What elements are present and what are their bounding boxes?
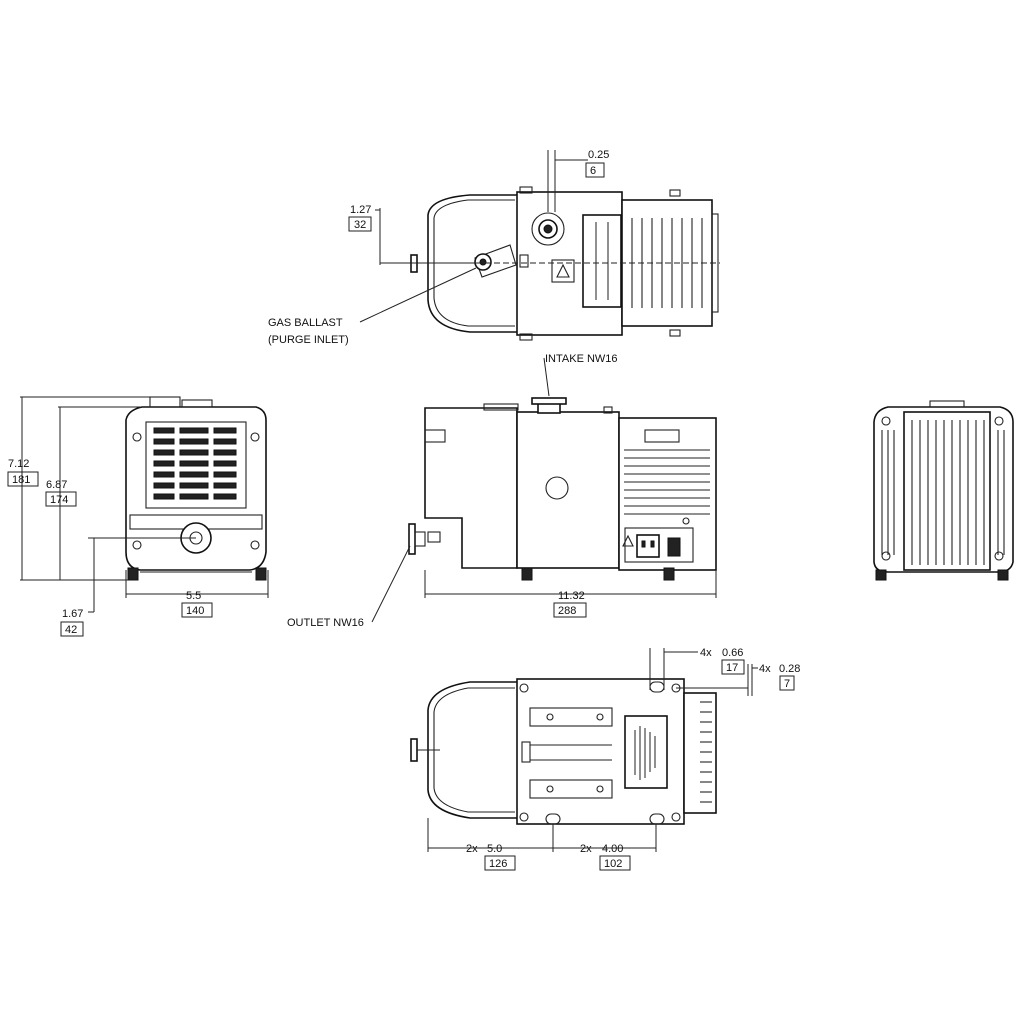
dim-spacing-short-inch: 4.00 bbox=[602, 843, 623, 855]
dim-body-height-mm: 174 bbox=[50, 494, 68, 506]
bottom-view: 4x 0.66 17 4x 0.28 7 2x 5.0 126 2x 4.00 … bbox=[410, 647, 800, 871]
dim-foot-slot-inch: 0.28 bbox=[779, 663, 800, 675]
dim-top-offset-mm: 6 bbox=[590, 165, 596, 177]
right-end-view bbox=[873, 400, 1014, 581]
dim-length-inch: 11.32 bbox=[558, 590, 585, 602]
right-end-fins bbox=[911, 420, 985, 565]
dim-spacing-long-inch: 5.0 bbox=[487, 843, 502, 855]
dim-ballast-offset-inch: 1.27 bbox=[350, 204, 371, 216]
dim-width-inch: 5.5 bbox=[186, 590, 201, 602]
bottom-label-text-lines bbox=[634, 726, 656, 780]
dim-ballast-offset-mm: 32 bbox=[354, 219, 366, 231]
dim-length-mm: 288 bbox=[558, 605, 576, 617]
callout-purge-inlet: (PURGE INLET) bbox=[268, 334, 349, 346]
power-inlet-icon bbox=[636, 534, 660, 558]
end-view-vent bbox=[145, 421, 247, 509]
callout-outlet: OUTLET NW16 bbox=[287, 617, 364, 629]
dim-spacing-short-mm: 102 bbox=[604, 858, 622, 870]
left-end-view: 7.12 181 6.87 174 1.67 42 5.5 140 bbox=[7, 396, 269, 637]
callout-intake: INTAKE NW16 bbox=[545, 353, 618, 365]
callout-gas-ballast: GAS BALLAST bbox=[268, 317, 343, 329]
dim-spacing-long-count: 2x bbox=[466, 843, 478, 855]
side-view: INTAKE NW16 OUTLET NW16 11.32 288 bbox=[287, 353, 717, 629]
bottom-fins bbox=[700, 701, 712, 803]
ground-symbol-icon bbox=[682, 517, 690, 525]
power-switch-icon bbox=[667, 537, 681, 557]
dim-overall-height-mm: 181 bbox=[12, 474, 30, 486]
dim-foot-slot-count: 4x bbox=[759, 663, 771, 675]
dim-foot-hole-count: 4x bbox=[700, 647, 712, 659]
top-view: 0.25 6 1.27 32 GAS BALLAST (PURGE INLET) bbox=[268, 149, 720, 346]
dim-top-offset-inch: 0.25 bbox=[588, 149, 609, 161]
side-view-fins bbox=[624, 449, 710, 515]
warning-triangle-icon bbox=[622, 534, 634, 547]
dim-width-mm: 140 bbox=[186, 605, 204, 617]
dim-overall-height-inch: 7.12 bbox=[8, 458, 29, 470]
dim-foot-hole-mm: 17 bbox=[726, 662, 738, 674]
dim-spacing-long-mm: 126 bbox=[489, 858, 507, 870]
dim-outlet-height-mm: 42 bbox=[65, 624, 77, 636]
dim-foot-slot-mm: 7 bbox=[784, 678, 790, 690]
dim-outlet-height-inch: 1.67 bbox=[62, 608, 83, 620]
dim-foot-hole-inch: 0.66 bbox=[722, 647, 743, 659]
dim-body-height-inch: 6.87 bbox=[46, 479, 67, 491]
dim-spacing-short-count: 2x bbox=[580, 843, 592, 855]
